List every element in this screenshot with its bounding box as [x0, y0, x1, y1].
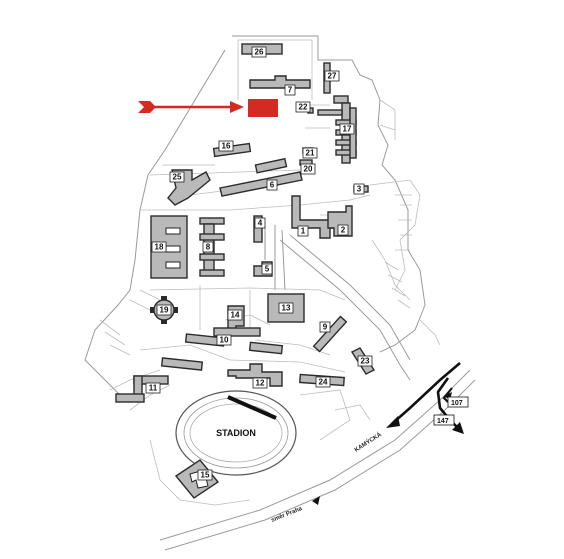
label-building-14: 14 [231, 311, 240, 320]
direction-praha-label: směr Praha [271, 506, 304, 524]
building-6-shape [219, 171, 303, 197]
label-building-13: 13 [282, 304, 291, 313]
stadium-stand [227, 395, 277, 420]
label-building-25: 25 [173, 173, 182, 182]
route-147-label: 147 [437, 418, 449, 425]
building-10-shape [184, 327, 284, 355]
label-building-6: 6 [270, 181, 275, 190]
label-building-17: 17 [343, 125, 352, 134]
building-4-shape [253, 215, 263, 243]
label-building-23: 23 [361, 357, 370, 366]
label-building-2: 2 [341, 226, 346, 235]
label-building-4: 4 [258, 219, 263, 228]
label-building-19: 19 [160, 306, 169, 315]
label-building-9: 9 [323, 323, 328, 332]
label-building-26: 26 [255, 48, 264, 57]
stadium: STADION [175, 390, 297, 476]
label-building-15: 15 [201, 471, 210, 480]
label-building-12: 12 [256, 379, 265, 388]
label-building-3: 3 [357, 185, 362, 194]
label-building-16: 16 [222, 142, 231, 151]
road-network [84, 35, 476, 551]
label-building-24: 24 [319, 378, 328, 387]
direction-praha: směr Praha [271, 496, 320, 524]
building-11-shape [115, 357, 204, 403]
label-building-5: 5 [265, 265, 270, 274]
label-building-27: 27 [328, 72, 337, 81]
label-building-11: 11 [149, 384, 158, 393]
label-building-20: 20 [304, 165, 313, 174]
route-arrows: 107 147 [386, 362, 469, 434]
label-building-8: 8 [206, 243, 211, 252]
highlighted-building [248, 99, 278, 117]
label-building-21: 21 [306, 149, 315, 158]
label-building-18: 18 [155, 243, 164, 252]
route-107-label: 107 [451, 400, 463, 407]
building-12-shape [227, 363, 283, 387]
label-building-22: 22 [299, 103, 308, 112]
arrow-praha-icon [312, 496, 320, 505]
label-building-7: 7 [288, 86, 293, 95]
arrow-down-right-icon [452, 422, 464, 434]
label-building-10: 10 [220, 336, 229, 345]
stadium-label: STADION [216, 428, 256, 438]
red-arrow-icon [138, 101, 244, 113]
building-7-shape [249, 75, 311, 89]
arrow-left-icon [386, 416, 400, 428]
building-labels: 26 7 27 22 17 16 21 20 25 6 3 4 1 2 18 8 [145, 46, 373, 481]
label-building-1: 1 [301, 227, 306, 236]
